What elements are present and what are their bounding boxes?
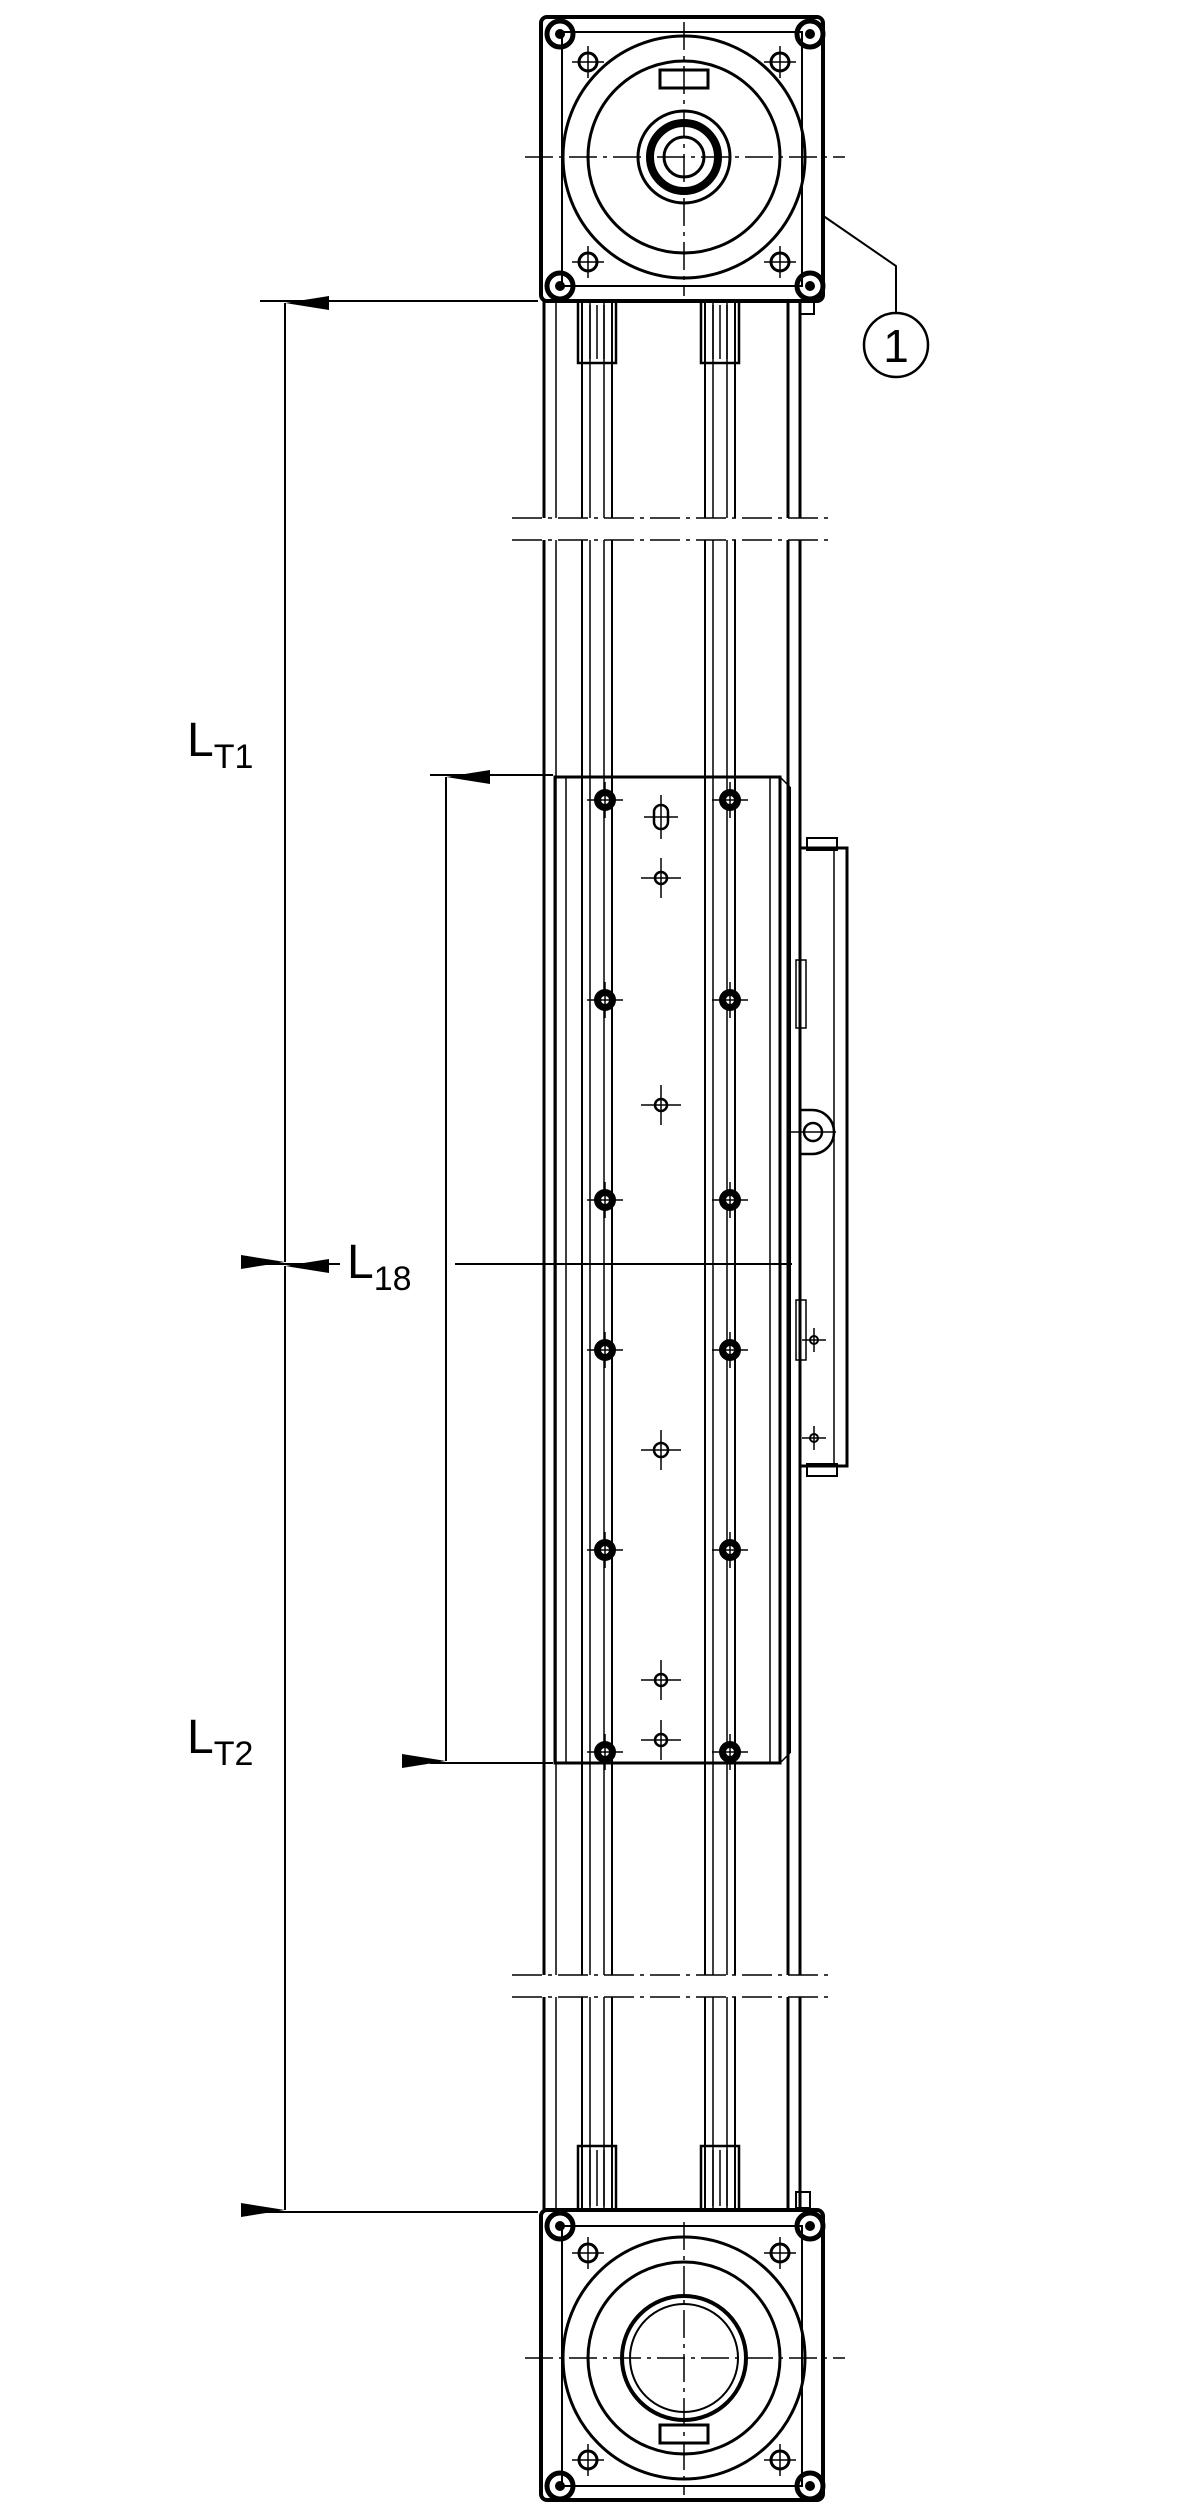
belt-track-left — [581, 301, 613, 2212]
top-drive-unit — [525, 15, 845, 315]
bottom-flange-outline — [539, 2208, 825, 2502]
callout-balloon — [862, 311, 930, 379]
carriage-slot — [644, 795, 678, 839]
bottom-drive-unit — [525, 2191, 845, 2502]
mounting-hole — [587, 1532, 623, 1568]
mounting-hole — [712, 982, 748, 1018]
belt-track-right — [704, 301, 736, 2212]
carriage-plate — [553, 775, 791, 1765]
top-flange-outline — [539, 15, 825, 303]
mounting-hole — [712, 1532, 748, 1568]
label-l18: L18 — [347, 1236, 412, 1298]
break-mark-upper — [512, 517, 828, 541]
top-flange-screws — [572, 46, 796, 278]
callout-1: 1 — [821, 214, 930, 379]
carriage-mounting-holes — [587, 782, 748, 1770]
dimension-extension-lines — [260, 300, 792, 2213]
label-lt1: LT1 — [187, 714, 253, 776]
centre-mark — [641, 1720, 681, 1760]
mounting-hole — [712, 1332, 748, 1368]
sensor-rail — [790, 837, 849, 1477]
callout-number: 1 — [883, 320, 909, 372]
carriage-centre-marks — [641, 858, 681, 1760]
label-lt2: LT2 — [187, 1711, 253, 1773]
centre-mark — [641, 1660, 681, 1700]
bottom-flange-screws — [572, 2237, 796, 2476]
mounting-hole — [587, 1182, 623, 1218]
mounting-hole — [587, 1734, 623, 1770]
centre-mark — [641, 858, 681, 898]
mounting-hole — [587, 782, 623, 818]
centre-mark — [641, 1430, 681, 1470]
dimension-lines — [241, 296, 490, 2217]
mounting-hole — [712, 782, 748, 818]
bottom-corner-bolts — [544, 2210, 826, 2502]
mounting-hole — [587, 982, 623, 1018]
belt-clamps — [576, 299, 741, 2212]
break-mark-lower — [512, 1974, 828, 1998]
mounting-hole — [712, 1182, 748, 1218]
centre-mark — [641, 1085, 681, 1125]
mounting-hole — [712, 1734, 748, 1770]
mounting-hole — [587, 1332, 623, 1368]
